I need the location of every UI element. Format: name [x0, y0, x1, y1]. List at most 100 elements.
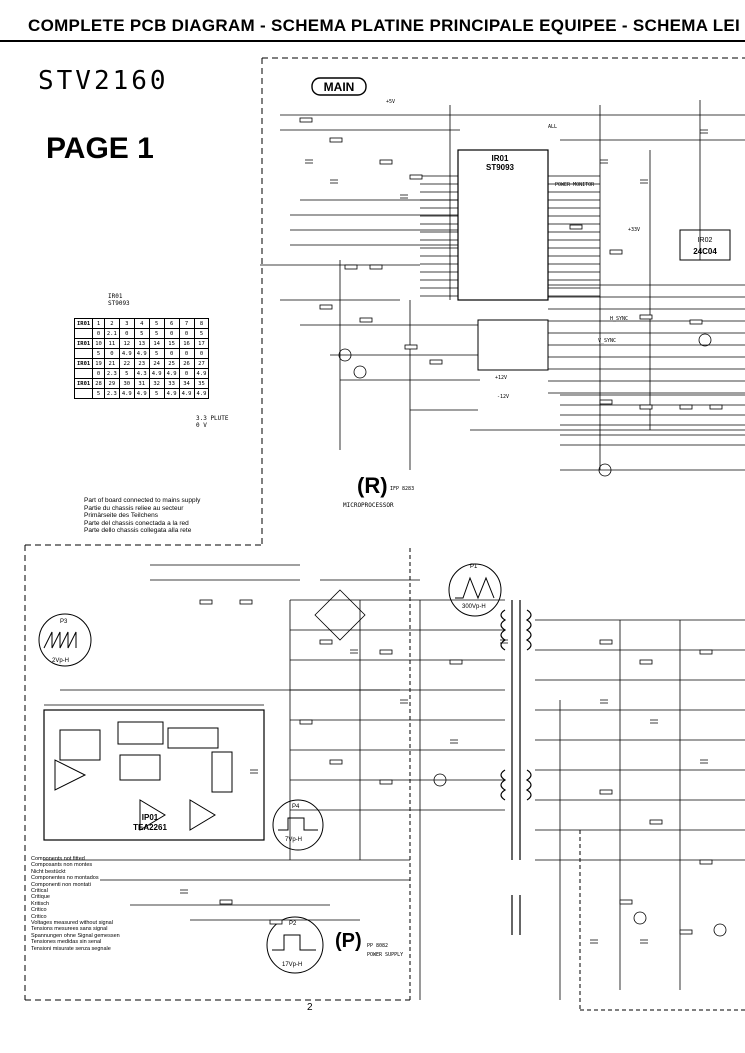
capacitor-symbol [350, 649, 358, 654]
microprocessor-ic: IR01 ST9093 [457, 149, 549, 371]
resistor-symbol [369, 264, 383, 270]
capacitor-symbol [500, 639, 508, 644]
resistor-symbol [344, 264, 358, 270]
resistor-symbol [709, 404, 723, 410]
capacitor-symbol [590, 939, 598, 944]
pin-table-title-line: ST9093 [108, 300, 130, 307]
label-pm: POWER MONITOR [555, 182, 595, 188]
resistor-symbol [569, 224, 583, 230]
capacitor-symbol [700, 759, 708, 764]
resistor-symbol [269, 919, 283, 925]
probe-p4-waveform: P4 7Vp-H [272, 799, 324, 851]
note-line: Partie du chassis reliee au secteur [84, 504, 184, 512]
legend-line: Spannungen ohne Signal gemessen [31, 932, 120, 939]
resistor-symbol [599, 789, 613, 795]
resistor-symbol [404, 344, 418, 350]
resistor-symbol [299, 719, 313, 725]
label-p4: P4 [292, 804, 300, 810]
label-p3: P3 [60, 619, 68, 625]
label-ir02: IR02 [698, 237, 713, 244]
resistor-symbol [619, 899, 633, 905]
pin-table-footnote: 3.3 PLUTE 0 V [196, 415, 229, 429]
capacitor-symbol [640, 179, 648, 184]
note-line: Parte dello chassis collegata alla rete [84, 527, 192, 534]
note-line: Parte del chassis conectada a la red [84, 519, 189, 527]
resistor-symbol [239, 599, 253, 605]
wiring-traces [44, 100, 745, 1000]
transistor-symbol [433, 773, 447, 787]
pin-table-cell: 4.9 [193, 388, 210, 399]
resistor-symbol [359, 317, 373, 323]
capacitor-symbol [400, 699, 408, 704]
resistor-symbol [639, 659, 653, 665]
resistor-symbol [409, 174, 423, 180]
transistor-symbol [698, 333, 712, 347]
label-main: MAIN [324, 80, 355, 94]
resistor-symbol [639, 404, 653, 410]
label-ir01p: ST9093 [486, 163, 515, 172]
capacitor-symbol [400, 194, 408, 199]
label-p2v: 17Vp-H [282, 962, 302, 968]
capacitor-symbol [305, 159, 313, 164]
resistor-symbol [329, 137, 343, 143]
legend-line: Tensiones medidas sin senal [31, 939, 102, 946]
resistor-symbol [319, 304, 333, 310]
capacitor-symbol [250, 769, 258, 774]
probe-p1-waveform: P1 300Vp-H [448, 563, 502, 617]
resistor-symbol [699, 859, 713, 865]
legend-line: Critico [31, 913, 47, 920]
label-all: ALL [548, 124, 557, 130]
label-pref: PP 8082 [367, 943, 388, 949]
legend-line: Kritisch [31, 900, 50, 907]
capacitor-symbol [180, 889, 188, 894]
handwritten-model: STV2160 [38, 66, 169, 96]
label-p2: P2 [289, 921, 297, 927]
transistor-symbol [713, 923, 727, 937]
resistor-symbol [649, 819, 663, 825]
note-line: Part of board connected to mains supply [84, 497, 201, 504]
label-hs: H_SYNC [610, 316, 628, 322]
capacitor-symbol [700, 129, 708, 134]
resistor-symbol [319, 639, 333, 645]
label-psub: POWER SUPPLY [367, 952, 403, 958]
legend-line: Voltages measured without signal [31, 920, 113, 927]
power-controller-ic: IP01 TEA2261 [43, 709, 265, 841]
transformer-lower [511, 895, 521, 935]
legend-line: Tensions mesurees sans signal [31, 926, 108, 933]
label-rref: IFP 8283 [390, 486, 414, 492]
transistor-symbol [598, 463, 612, 477]
mains-part-note: Part of board connected to mains supply … [84, 497, 200, 535]
resistor-symbol [679, 404, 693, 410]
label-ip01p: TEA2261 [133, 823, 167, 832]
header-rule [0, 40, 745, 42]
capacitor-symbol [650, 719, 658, 724]
pin-table-title-line: IR01 [108, 293, 123, 300]
label-m12v: -12V [497, 394, 509, 400]
capacitor-symbol [600, 699, 608, 704]
resistor-symbol [379, 779, 393, 785]
footnote-line: 0 V [196, 422, 207, 429]
page-title: COMPLETE PCB DIAGRAM - SCHEMA PLATINE PR… [28, 16, 741, 35]
legend-line: Nicht bestückt [31, 868, 66, 875]
resistor-symbol [599, 639, 613, 645]
capacitor-symbol [600, 159, 608, 164]
resistor-symbol [299, 117, 313, 123]
resistor-symbol [689, 319, 703, 325]
transistor-symbol [353, 365, 367, 379]
legend-line: Critique [31, 894, 50, 901]
probe-p2-waveform: P2 17Vp-H [266, 916, 324, 974]
label-12v: +12V [495, 375, 507, 381]
resistor-symbol [379, 159, 393, 165]
transformer-main [500, 600, 532, 860]
legend-line: Critico [31, 907, 47, 914]
legend-line: Composants non montes [31, 862, 93, 869]
label-ip01: IP01 [142, 813, 159, 822]
label-r: (R) [357, 473, 388, 498]
label-ir02p: 24C04 [693, 247, 717, 256]
component-symbols [180, 117, 727, 944]
